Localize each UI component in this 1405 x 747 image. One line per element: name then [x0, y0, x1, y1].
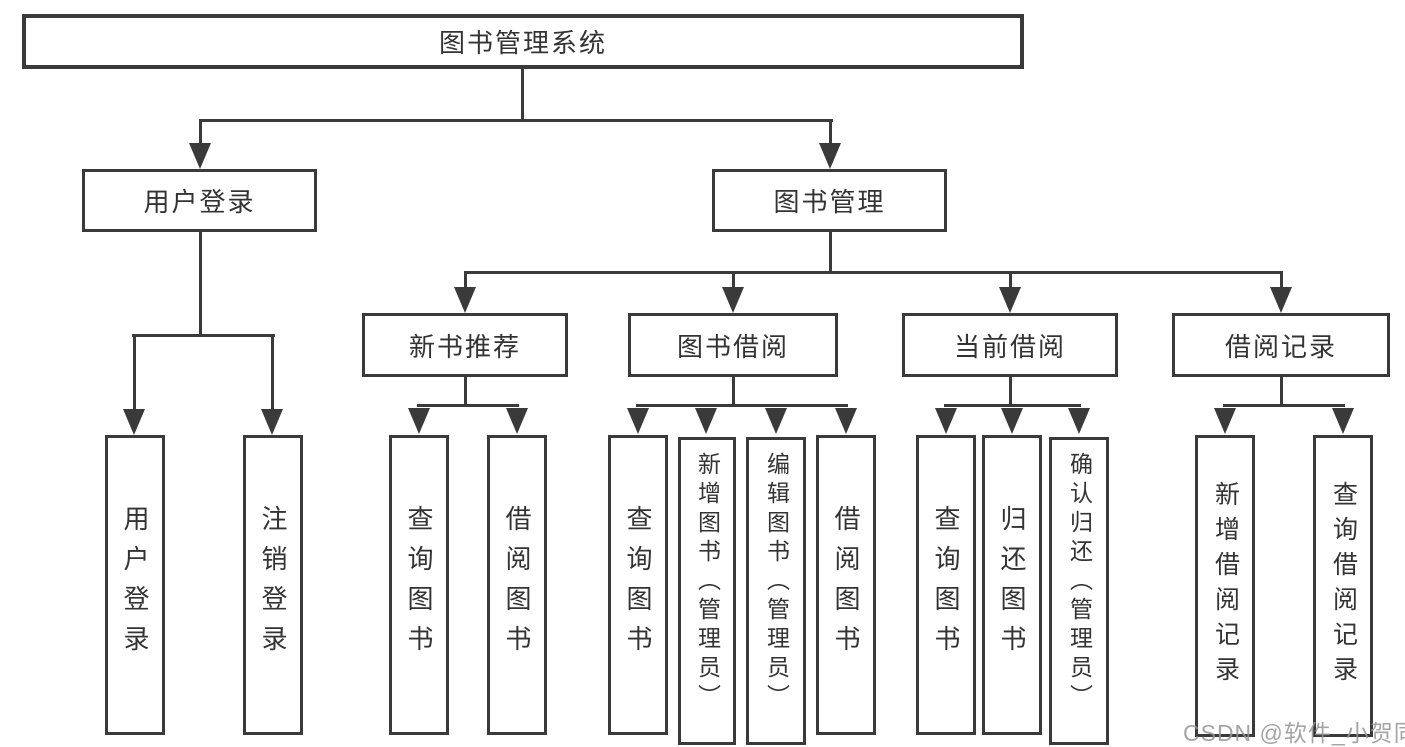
- node-borrow-records: 借阅记录: [1172, 313, 1390, 377]
- connector-line: [944, 404, 1081, 407]
- csdn-watermark: CSDN @软件_小贺同学: [1183, 720, 1405, 746]
- arrowhead-down-icon: [695, 408, 717, 434]
- arrowhead-down-icon: [1068, 408, 1090, 434]
- leaf-user-login-label: 用户登录: [120, 505, 150, 665]
- node-book-management-label: 图书管理: [773, 187, 886, 217]
- connector-line: [829, 121, 832, 145]
- leaf-borrow-books-1-label: 借阅图书: [502, 505, 532, 665]
- connector-line: [133, 336, 136, 409]
- connector-line: [271, 336, 274, 409]
- leaf-query-books-3: 查询图书: [916, 435, 976, 735]
- connector-line: [636, 404, 848, 407]
- node-book-borrow: 图书借阅: [628, 313, 838, 377]
- node-new-book-recommend: 新书推荐: [362, 313, 568, 377]
- leaf-query-books-2: 查询图书: [608, 435, 668, 735]
- arrowhead-down-icon: [722, 287, 744, 313]
- connector-line: [1223, 404, 1345, 407]
- node-current-borrow-label: 当前借阅: [953, 331, 1066, 362]
- leaf-confirm-return-admin: 确认归还（管理员）: [1049, 437, 1109, 745]
- leaf-add-borrow-record-label: 新增借阅记录: [1211, 481, 1240, 691]
- node-root-system: 图书管理系统: [22, 14, 1024, 69]
- node-book-management: 图书管理: [712, 169, 947, 232]
- connector-line: [1009, 377, 1012, 407]
- node-current-borrow: 当前借阅: [902, 313, 1118, 377]
- leaf-logout-label: 注销登录: [258, 505, 288, 665]
- connector-line: [521, 69, 524, 121]
- arrowhead-down-icon: [935, 408, 957, 434]
- connector-line: [464, 377, 467, 407]
- connector-line: [199, 119, 833, 122]
- connector-line: [199, 121, 202, 145]
- leaf-add-book-admin: 新增图书（管理员）: [678, 437, 736, 745]
- leaf-query-books-3-label: 查询图书: [931, 505, 961, 665]
- node-borrow-records-label: 借阅记录: [1224, 331, 1337, 362]
- leaf-edit-book-admin: 编辑图书（管理员）: [746, 437, 806, 745]
- arrowhead-down-icon: [408, 408, 430, 434]
- connector-line: [732, 377, 735, 407]
- connector-line: [199, 232, 202, 337]
- leaf-return-books-label: 归还图书: [997, 505, 1027, 665]
- arrowhead-down-icon: [123, 409, 145, 435]
- connector-line: [732, 273, 735, 289]
- arrowhead-down-icon: [261, 409, 283, 435]
- arrowhead-down-icon: [999, 287, 1021, 313]
- connector-line: [1280, 273, 1283, 289]
- leaf-borrow-books-1: 借阅图书: [487, 435, 547, 735]
- connector-line: [464, 273, 467, 289]
- connector-line: [417, 404, 519, 407]
- connector-line: [829, 232, 832, 274]
- leaf-edit-book-admin-label: 编辑图书（管理员）: [763, 452, 790, 713]
- leaf-borrow-books-2-label: 借阅图书: [831, 505, 861, 665]
- arrowhead-down-icon: [1332, 408, 1354, 434]
- leaf-query-borrow-record: 查询借阅记录: [1313, 435, 1373, 737]
- arrowhead-down-icon: [1001, 408, 1023, 434]
- arrowhead-down-icon: [627, 408, 649, 434]
- arrowhead-down-icon: [1214, 408, 1236, 434]
- node-user-login: 用户登录: [82, 169, 317, 232]
- node-user-login-label: 用户登录: [143, 187, 256, 217]
- node-new-book-recommend-label: 新书推荐: [408, 331, 521, 362]
- connector-line: [464, 271, 1283, 274]
- leaf-confirm-return-admin-label: 确认归还（管理员）: [1066, 452, 1093, 713]
- leaf-query-borrow-record-label: 查询借阅记录: [1329, 481, 1358, 691]
- arrowhead-down-icon: [1270, 287, 1292, 313]
- arrowhead-down-icon: [454, 287, 476, 313]
- arrowhead-down-icon: [819, 143, 841, 169]
- leaf-query-books-2-label: 查询图书: [623, 505, 653, 665]
- connector-line: [132, 334, 275, 337]
- leaf-logout: 注销登录: [243, 435, 303, 735]
- leaf-borrow-books-2: 借阅图书: [816, 435, 876, 735]
- arrowhead-down-icon: [189, 143, 211, 169]
- leaf-add-borrow-record: 新增借阅记录: [1195, 435, 1255, 737]
- leaf-user-login: 用户登录: [105, 435, 165, 735]
- leaf-return-books: 归还图书: [982, 435, 1042, 735]
- connector-line: [1280, 377, 1283, 407]
- arrowhead-down-icon: [765, 408, 787, 434]
- node-book-borrow-label: 图书借阅: [676, 331, 789, 362]
- connector-line: [1009, 273, 1012, 289]
- arrowhead-down-icon: [506, 408, 528, 434]
- leaf-query-books-1: 查询图书: [389, 435, 449, 735]
- node-root-label: 图书管理系统: [438, 28, 607, 58]
- leaf-add-book-admin-label: 新增图书（管理员）: [694, 452, 721, 713]
- arrowhead-down-icon: [835, 408, 857, 434]
- leaf-query-books-1-label: 查询图书: [404, 505, 434, 665]
